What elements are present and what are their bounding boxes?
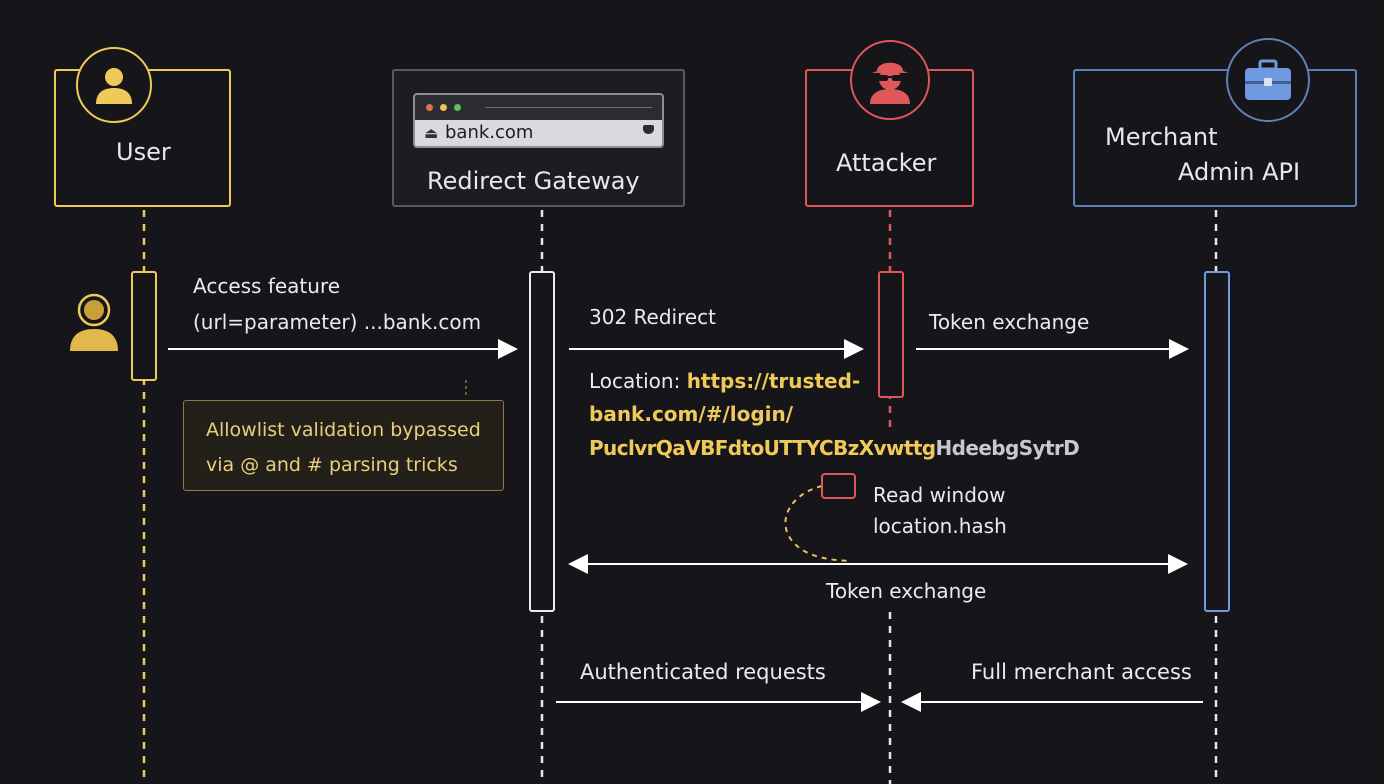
msg-token-rest: HdeebgSytrD (935, 436, 1080, 460)
activation-gateway (529, 271, 555, 612)
read-hash-loop (784, 485, 851, 562)
user-avatar-icon (96, 68, 132, 104)
msg-location-url-line1: https://trusted- (686, 369, 861, 393)
activation-user (131, 271, 157, 381)
browser-dot-green (454, 104, 461, 111)
msg-302-redirect: 302 Redirect (589, 305, 717, 329)
browser-dot-yellow (440, 104, 447, 111)
msg-authenticated-requests: Authenticated requests (580, 660, 826, 684)
browser-url-bar: ⏏ bank.com (415, 120, 662, 146)
lock-icon: ⏏ (424, 124, 439, 142)
user-avatar-circle (76, 47, 152, 123)
participant-merchant-label-line1: Merchant (1105, 123, 1218, 151)
msg-location-line1: Location: https://trusted- (589, 369, 860, 393)
note-line2: via @ and # parsing tricks (206, 454, 458, 476)
msg-token-line: PuclvrQaVBFdtoUTTYCBzXvwttgHdeebgSytrD (589, 436, 1080, 460)
msg-location-prefix: Location: (589, 369, 687, 393)
msg-read-hash-line2: location.hash (873, 514, 1007, 538)
msg-token-exchange-top: Token exchange (929, 310, 1090, 334)
briefcase-icon (1245, 59, 1291, 100)
browser-window: ⏏ bank.com (413, 93, 664, 148)
note-line1: Allowlist validation bypassed (206, 419, 481, 441)
attacker-avatar-circle (850, 40, 930, 120)
msg-access-feature-line1: Access feature (193, 274, 341, 298)
msg-token-exchange-bottom: Token exchange (826, 579, 987, 603)
msg-full-merchant-access: Full merchant access (971, 660, 1192, 684)
merchant-avatar-circle (1226, 38, 1310, 122)
browser-address: bank.com (445, 122, 534, 143)
participant-attacker-label: Attacker (836, 149, 937, 177)
read-hash-box (821, 473, 856, 499)
participant-merchant-label-line2: Admin API (1178, 158, 1301, 186)
user-avatar-icon (70, 293, 118, 351)
participant-merchant-box: Merchant Admin API (1073, 69, 1357, 207)
activation-attacker (878, 271, 904, 398)
msg-read-hash-line1: Read window (873, 483, 1006, 507)
participant-gateway-label: Redirect Gateway (427, 167, 640, 195)
hacker-sunglasses-icon (870, 62, 910, 104)
activation-merchant (1204, 271, 1230, 612)
msg-token-highlight: PuclvrQaVBFdtoUTTYCBzXvwttg (589, 436, 936, 460)
participant-user-label: User (116, 138, 171, 166)
browser-shield-icon (643, 125, 654, 134)
browser-tab-line (485, 107, 652, 108)
msg-location-url-line2: bank.com/#/login/ (589, 402, 794, 426)
allowlist-bypass-note: Allowlist validation bypassed via @ and … (183, 400, 504, 491)
msg-access-feature-line2: (url=parameter) ...bank.com (193, 310, 482, 334)
browser-dot-red (426, 104, 433, 111)
